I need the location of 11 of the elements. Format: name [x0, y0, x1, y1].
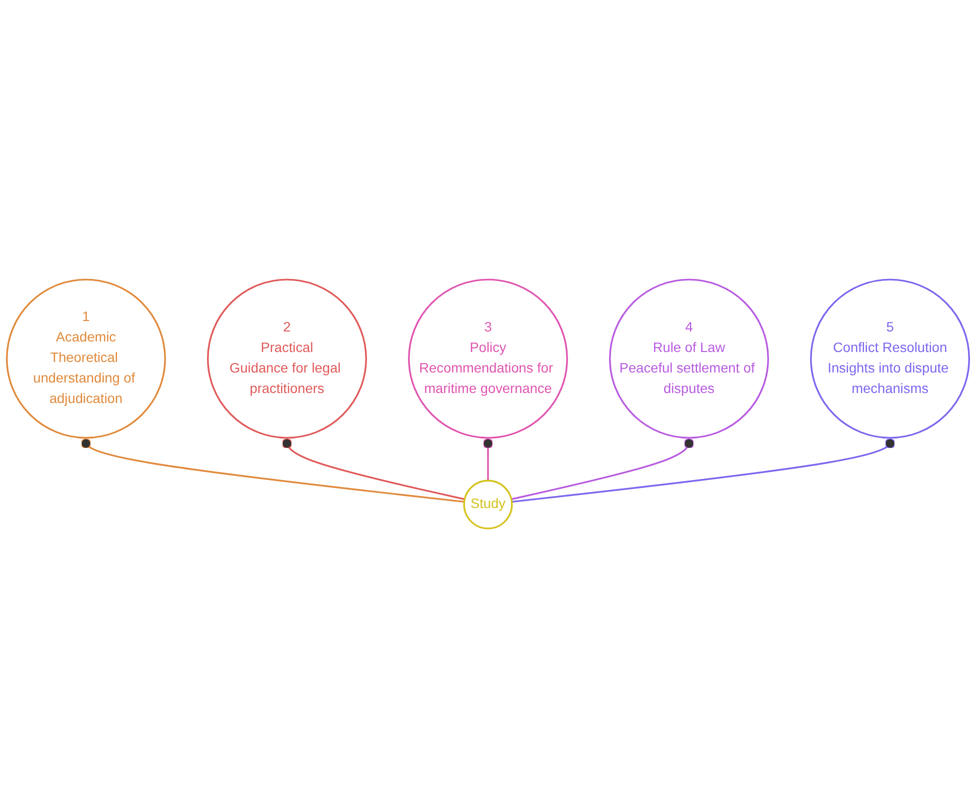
connector	[482, 438, 494, 481]
node-circle: 1 Academic Theoretical understanding of adjudication	[6, 278, 166, 439]
connector	[512, 438, 896, 503]
connector	[282, 438, 465, 500]
node-circle: Study	[463, 480, 513, 530]
connector	[80, 438, 464, 503]
connector	[511, 438, 694, 500]
node-circle: 5 Conflict Resolution Insights into dispute mechanisms	[810, 278, 970, 439]
node-circle: 4 Rule of Law Peaceful settlement of disputes	[609, 278, 769, 439]
node-circle: 2 Practical Guidance for legal practitioners	[207, 278, 367, 439]
node-circle: 3 Policy Recommendations for maritime governance	[408, 278, 568, 439]
